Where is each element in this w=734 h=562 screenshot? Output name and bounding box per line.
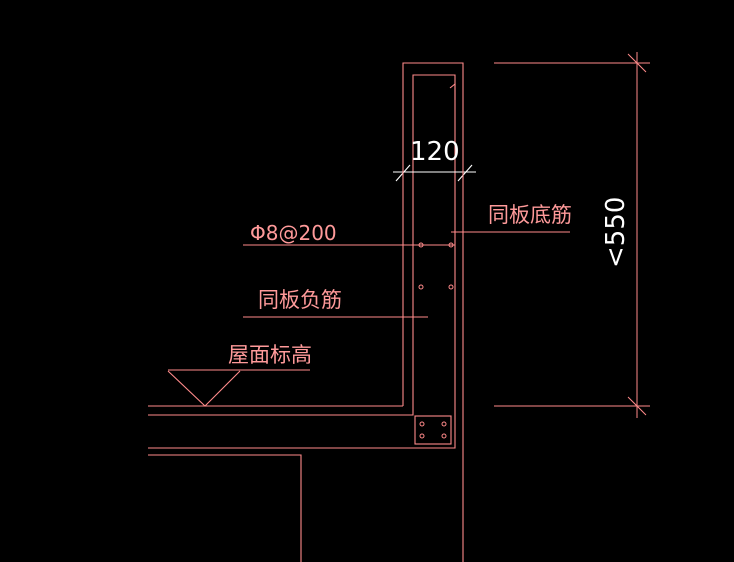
- corner-rebar-dot: [441, 433, 447, 439]
- wall-width-label: 120: [410, 137, 460, 167]
- rebar-hook: [449, 82, 456, 100]
- corner-rebar-dot: [441, 421, 447, 427]
- wall-width-dimension: [393, 164, 476, 182]
- rebar-spec-label: Φ8@200: [250, 221, 337, 245]
- corner-rebar-dot: [419, 433, 425, 439]
- parapet-height-label: <550: [601, 197, 631, 268]
- slab-top-bar-label: 同板负筋: [258, 288, 342, 312]
- parapet-wall-outline: [148, 62, 464, 562]
- roof-elevation-symbol: [167, 369, 310, 407]
- wall-rebar-dot: [418, 284, 424, 290]
- wall-rebar-dot: [448, 284, 454, 290]
- slab-bottom-bar-label: 同板底筋: [488, 203, 572, 227]
- corner-stirrup-box: [414, 415, 452, 445]
- lower-slab-lines: [148, 454, 302, 562]
- corner-rebar-dot: [419, 421, 425, 427]
- roof-elevation-label: 屋面标高: [228, 343, 312, 367]
- parapet-height-dimension: [494, 52, 650, 418]
- rebar-outline: [148, 74, 456, 449]
